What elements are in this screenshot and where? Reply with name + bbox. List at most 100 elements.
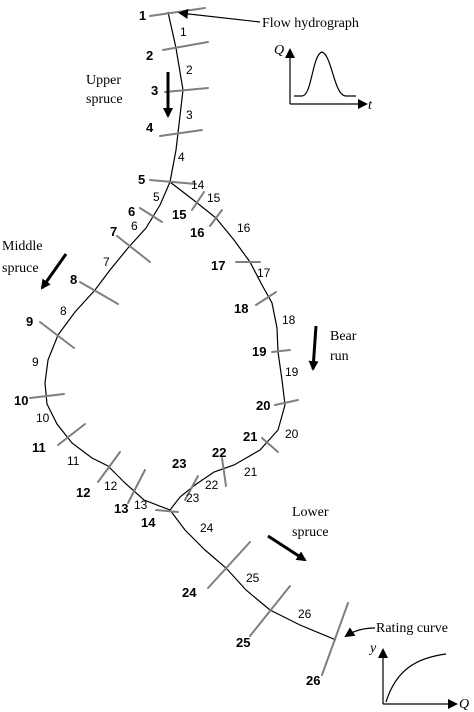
segment-label-22: 22 — [205, 478, 219, 492]
segment-label-8: 8 — [60, 304, 67, 318]
node-label-9: 9 — [26, 314, 33, 329]
rating-curve-inset: y Q — [368, 641, 469, 712]
cross-section-9 — [39, 321, 75, 349]
cross-section-22 — [221, 457, 227, 487]
cross-section-14 — [155, 509, 179, 513]
hydrograph-x-label: t — [368, 98, 373, 113]
cross-section-12 — [97, 451, 121, 483]
cross-section-26 — [321, 602, 349, 676]
cross-section-7 — [116, 235, 151, 263]
node-label-8: 8 — [70, 272, 77, 287]
cross-sections — [29, 7, 349, 676]
channel-lower-spruce — [169, 509, 337, 641]
cross-section-25 — [249, 585, 291, 637]
pointer-flow-hydrograph — [178, 8, 261, 23]
segment-label-26: 26 — [298, 607, 312, 621]
segment-label-14: 14 — [191, 178, 205, 192]
node-label-19: 19 — [252, 344, 266, 359]
node-label-13: 13 — [114, 501, 128, 516]
node-label-5: 5 — [138, 172, 145, 187]
segment-label-25: 25 — [246, 571, 260, 585]
segment-label-16: 16 — [237, 221, 251, 235]
segment-label-9: 9 — [32, 355, 39, 369]
segment-label-17: 17 — [257, 266, 271, 280]
cross-section-24 — [207, 541, 251, 589]
label-middle-spruce-line1: Middle — [2, 239, 42, 254]
segment-label-10: 10 — [36, 411, 50, 425]
node-label-2: 2 — [146, 48, 153, 63]
node-label-7: 7 — [110, 224, 117, 239]
node-label-14: 14 — [141, 515, 156, 530]
rating-curve-line — [385, 653, 447, 703]
segment-label-4: 4 — [178, 150, 185, 164]
hydrograph-y-label: Q — [274, 43, 284, 58]
segment-label-7: 7 — [103, 255, 110, 269]
cross-section-18 — [255, 291, 277, 306]
segment-label-20: 20 — [285, 427, 299, 441]
node-label-16: 16 — [190, 225, 204, 240]
cross-section-3 — [164, 87, 209, 93]
node-label-17: 17 — [211, 258, 225, 273]
segment-label-5: 5 — [153, 190, 160, 204]
arrow-lower-spruce — [267, 534, 307, 562]
label-bear-run-line1: Bear — [330, 329, 357, 344]
node-label-25: 25 — [236, 635, 250, 650]
segment-label-23: 23 — [186, 491, 200, 505]
cross-section-19 — [271, 349, 291, 353]
cross-section-16 — [209, 209, 223, 227]
rating-x-label: Q — [459, 697, 469, 712]
cross-section-6 — [139, 207, 163, 223]
segment-label-24: 24 — [200, 521, 214, 535]
label-lower-spruce-line2: spruce — [292, 525, 329, 540]
cross-section-23 — [184, 475, 199, 501]
node-label-20: 20 — [256, 398, 270, 413]
river-channels — [44, 11, 337, 641]
pointer-arrows — [178, 8, 376, 638]
label-flow-hydrograph: Flow hydrograph — [262, 16, 359, 31]
node-label-6: 6 — [128, 204, 135, 219]
cross-section-8 — [79, 281, 119, 305]
node-label-11: 11 — [32, 440, 46, 455]
segment-label-3: 3 — [186, 108, 193, 122]
node-label-15: 15 — [172, 207, 186, 222]
segment-label-11: 11 — [67, 454, 80, 468]
cross-section-1 — [149, 7, 206, 17]
segment-label-15: 15 — [207, 191, 221, 205]
segment-label-18: 18 — [282, 313, 296, 327]
channel-upper-spruce — [167, 11, 184, 183]
node-label-21: 21 — [243, 429, 257, 444]
node-label-26: 26 — [306, 673, 320, 688]
label-rating-curve: Rating curve — [376, 621, 448, 636]
node-label-1: 1 — [139, 8, 146, 23]
node-labels: 1 2 3 4 5 6 7 8 9 10 11 12 13 14 15 16 1… — [14, 8, 320, 688]
segment-label-1: 1 — [180, 25, 187, 39]
pointer-rating-curve — [344, 627, 376, 638]
cross-section-21 — [261, 437, 279, 453]
cross-section-5 — [149, 179, 197, 185]
node-label-12: 12 — [76, 485, 90, 500]
label-middle-spruce-line2: spruce — [2, 261, 39, 276]
cross-section-10 — [29, 393, 65, 399]
cross-section-4 — [159, 129, 203, 137]
cross-section-20 — [274, 399, 299, 406]
flow-direction-arrows — [40, 72, 319, 562]
segment-label-19: 19 — [285, 365, 299, 379]
node-label-10: 10 — [14, 393, 28, 408]
cross-section-13 — [127, 469, 146, 504]
rating-y-label: y — [368, 641, 377, 656]
label-lower-spruce-line1: Lower — [292, 505, 329, 520]
arrow-middle-spruce — [40, 253, 68, 290]
cross-section-15 — [191, 191, 205, 211]
node-label-24: 24 — [182, 585, 197, 600]
node-label-4: 4 — [146, 120, 154, 135]
label-upper-spruce-line2: spruce — [86, 92, 123, 107]
channel-bear-run — [169, 181, 286, 511]
hydrograph-inset: Q t — [274, 43, 373, 113]
hydrograph-curve — [294, 51, 356, 97]
segment-label-6: 6 — [131, 219, 138, 233]
segment-label-12: 12 — [104, 479, 118, 493]
cross-section-2 — [162, 41, 209, 51]
segment-label-21: 21 — [244, 465, 258, 479]
segment-labels: 1 2 3 4 5 6 7 8 9 10 11 12 13 14 15 16 1… — [32, 25, 312, 621]
